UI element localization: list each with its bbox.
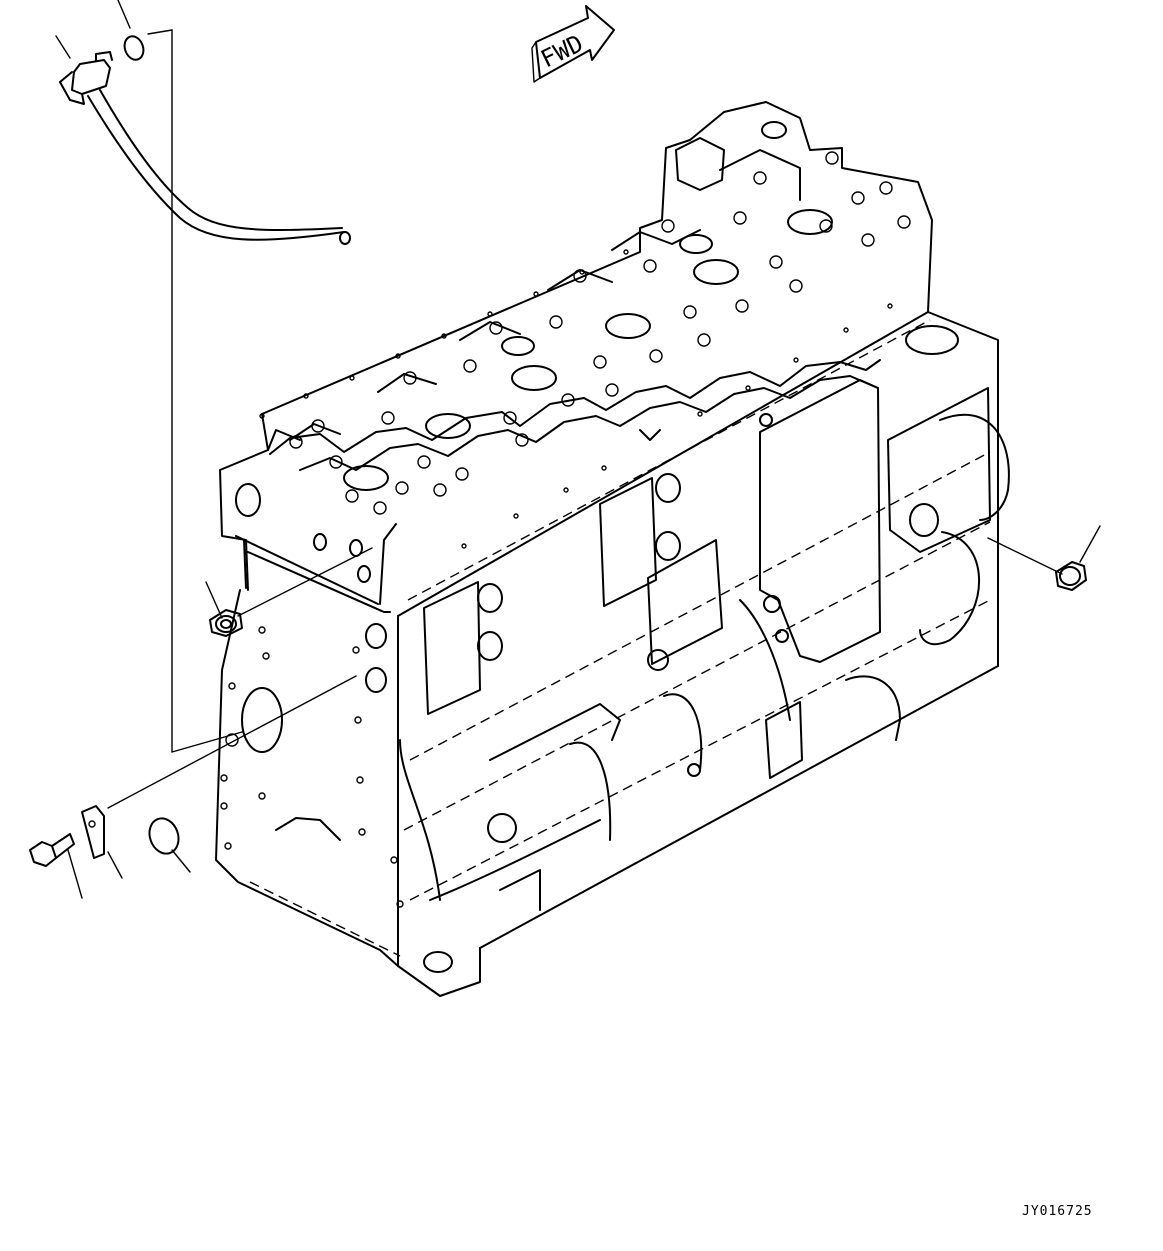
head-small-bolts (259, 249, 893, 549)
o-ring-upper (123, 35, 145, 61)
forward-direction-arrow: FWD (531, 5, 615, 83)
oil-level-gauge-guide-tube (59, 51, 351, 245)
clip (81, 805, 105, 859)
rear-plate-bolt-holes (220, 626, 404, 908)
engine-block (215, 101, 1010, 997)
o-ring-lower (148, 817, 180, 855)
plug-rear-left (209, 609, 243, 637)
leader-lines (55, 0, 1101, 899)
drawing-number: JY016725 (1022, 1204, 1093, 1219)
plug-right (1055, 561, 1087, 591)
bolt (29, 833, 75, 867)
head-bolts (289, 151, 911, 515)
cylinder-head-detail (259, 121, 911, 549)
